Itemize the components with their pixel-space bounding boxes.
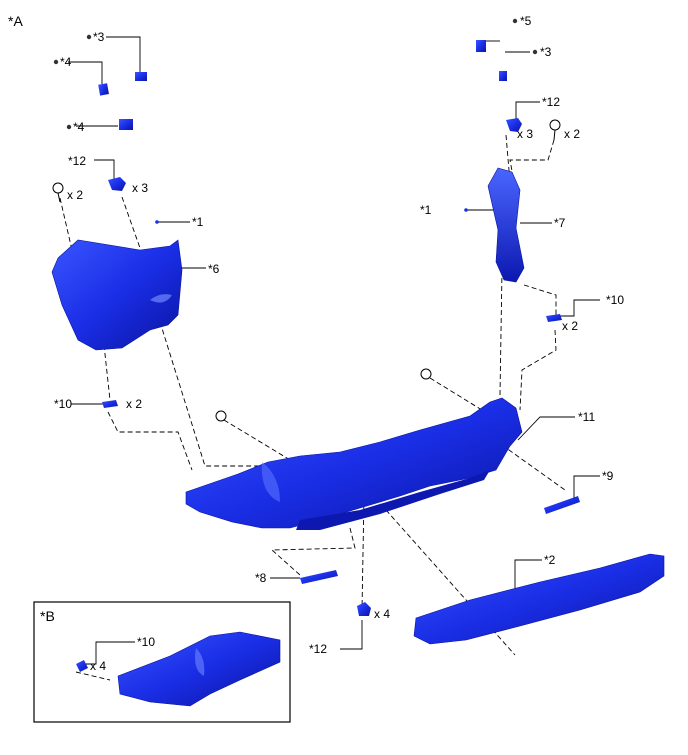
inset-frame — [33, 601, 291, 723]
callout-12-bottom: *12 — [309, 642, 328, 656]
part-2-lower-bumper — [413, 553, 665, 645]
callout-12-left: *12 — [68, 154, 87, 168]
callout-12-right: *12 — [542, 95, 561, 109]
qty-10-right: x 2 — [562, 319, 579, 333]
qty-screw-left: x 2 — [67, 188, 84, 202]
view-label-a: *A — [8, 13, 23, 29]
part-8-strip — [300, 570, 338, 584]
callout-9: *9 — [602, 469, 614, 483]
callout-10-right: *10 — [606, 293, 625, 307]
view-label-b: *B — [40, 608, 55, 624]
part-6-side-cover — [51, 239, 183, 351]
part-7-bracket — [487, 167, 525, 283]
callout-10-left: *10 — [54, 397, 73, 411]
callout-5: *5 — [520, 14, 532, 28]
callout-2: *2 — [544, 553, 556, 567]
qty-12-right: x 3 — [517, 127, 534, 141]
callout-3-right: *3 — [540, 45, 552, 59]
callout-7: *7 — [554, 216, 566, 230]
part-main-bumper — [185, 397, 523, 529]
callout-1-left: *1 — [192, 215, 204, 229]
callout-3-left: *3 — [93, 30, 105, 44]
qty-screw-right: x 2 — [564, 127, 581, 141]
qty-10-inset: x 4 — [90, 659, 107, 673]
fasteners — [52, 18, 562, 672]
callout-10-inset: *10 — [137, 635, 156, 649]
callout-6: *6 — [208, 262, 220, 276]
callout-8: *8 — [255, 571, 267, 585]
part-9-strip — [544, 496, 580, 514]
callout-4-top: *4 — [60, 55, 72, 69]
qty-12-bottom: x 4 — [374, 607, 391, 621]
callout-4-mid: *4 — [73, 120, 85, 134]
assembly-dashed-lines — [59, 134, 566, 681]
qty-12-left: x 3 — [132, 181, 149, 195]
qty-10-left: x 2 — [126, 397, 143, 411]
callout-1-right: *1 — [420, 203, 432, 217]
callout-11: *11 — [578, 410, 596, 424]
